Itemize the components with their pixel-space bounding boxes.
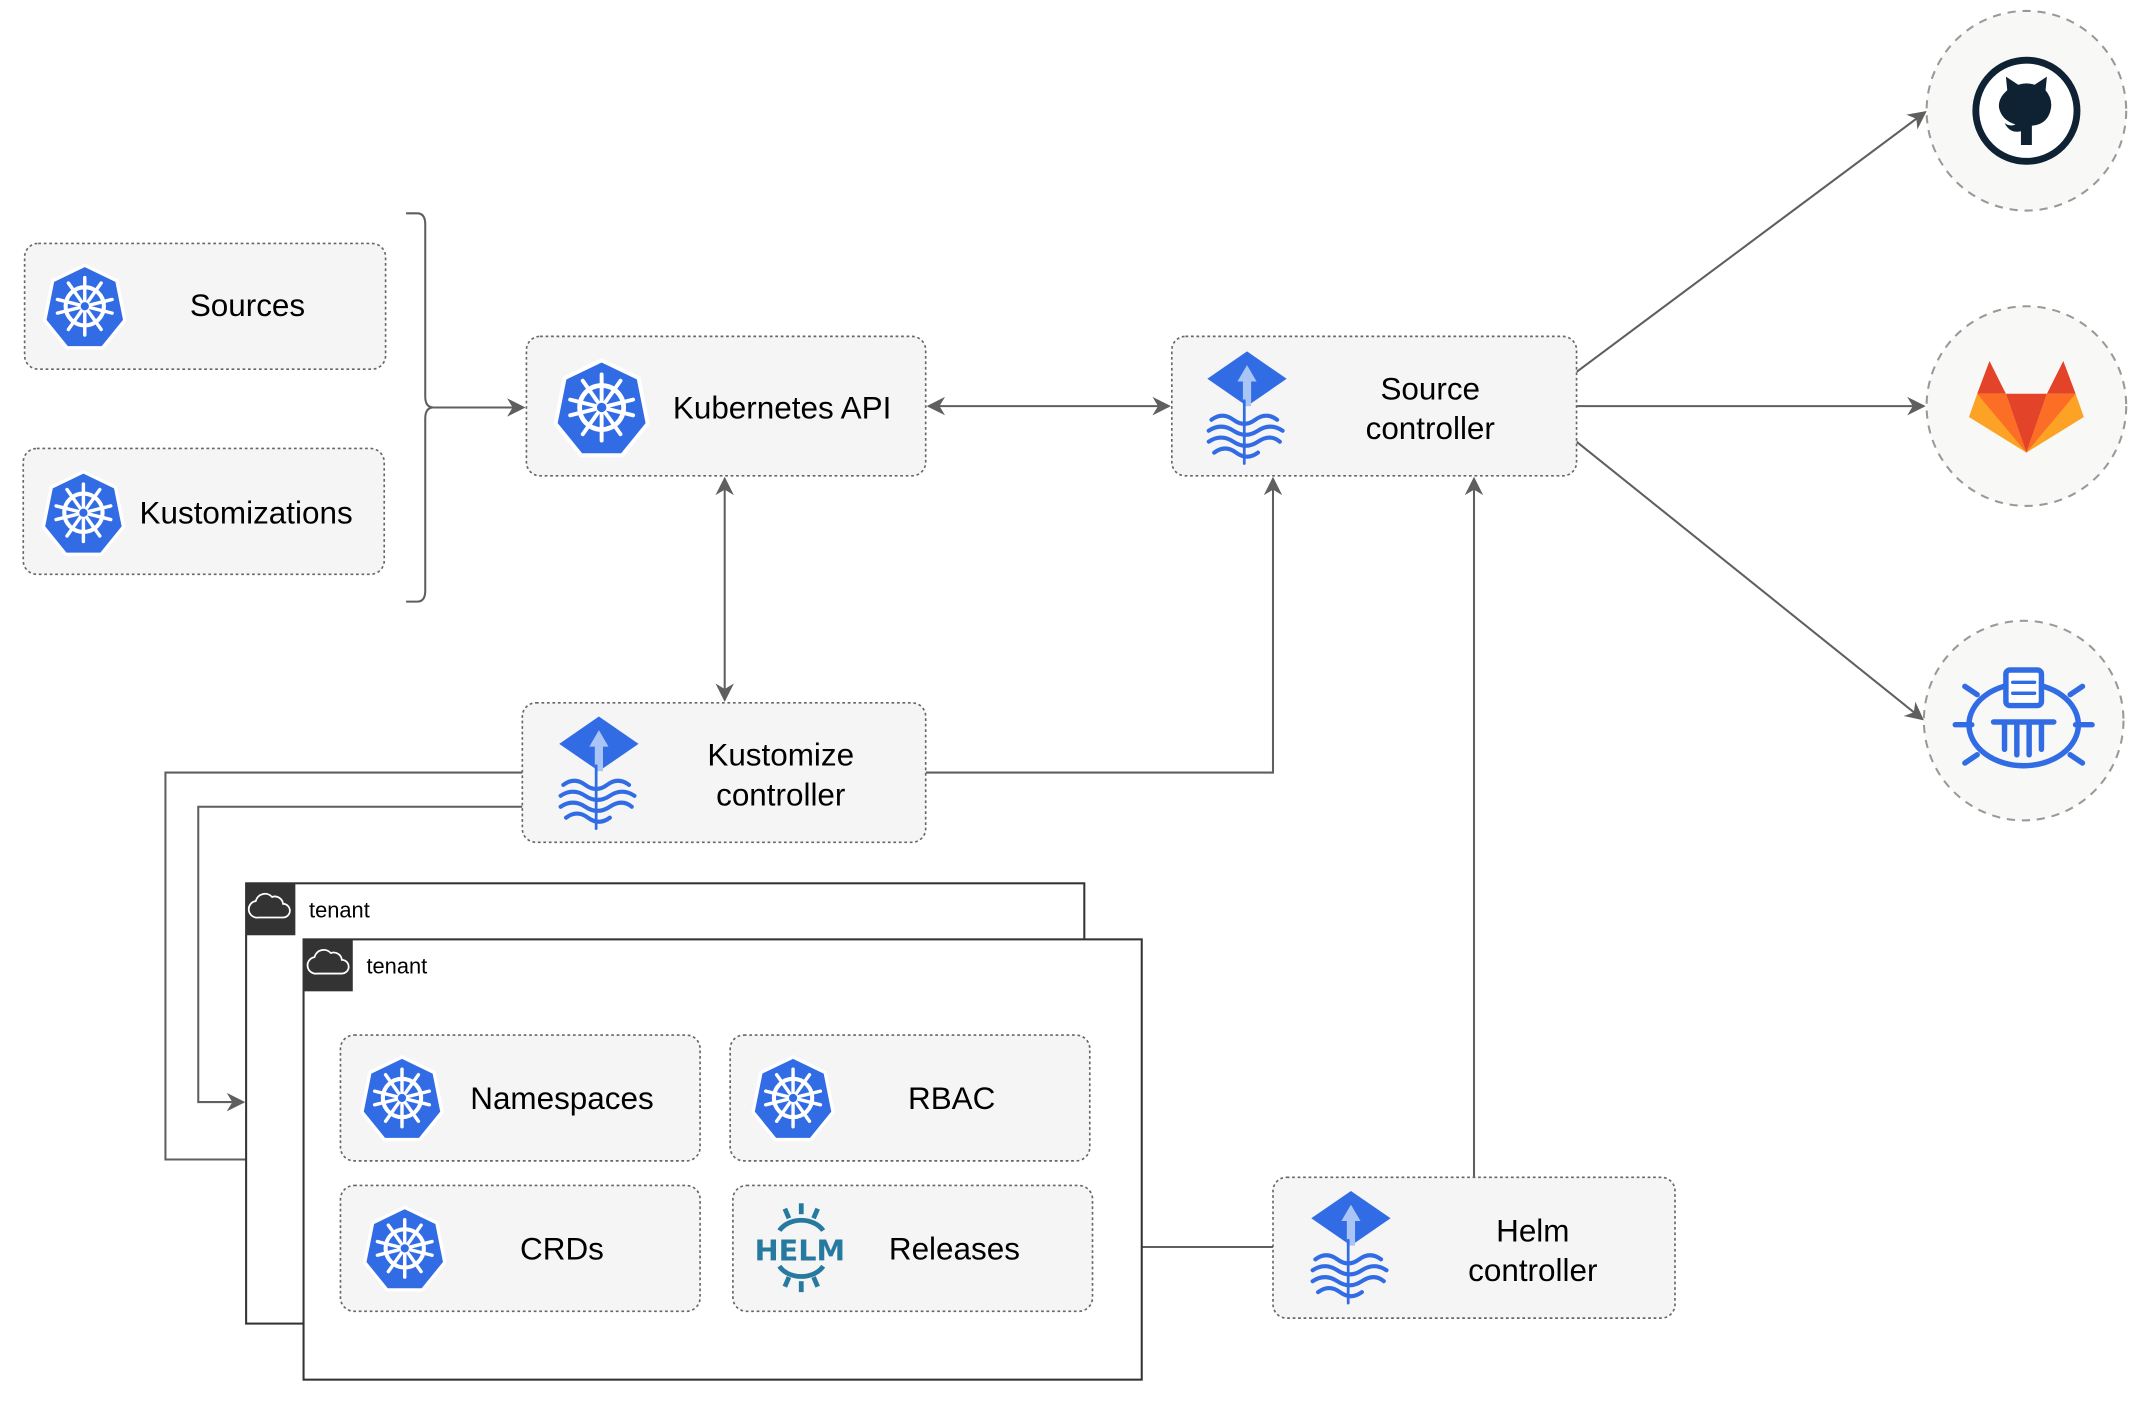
- kustomizations-box[interactable]: Kustomizations: [22, 447, 386, 576]
- bucket-icon: [1952, 667, 2095, 769]
- kustomize-controller-label-line2: controller: [716, 777, 845, 812]
- source-controller-label-line2: controller: [1366, 411, 1495, 446]
- releases-label: Releases: [889, 1231, 1020, 1266]
- gitlab-source[interactable]: [1925, 305, 2128, 507]
- kubernetes-icon: [362, 1057, 442, 1140]
- source-controller-box[interactable]: Source controller: [1170, 335, 1578, 477]
- tenant-header-badge: [246, 883, 296, 936]
- namespaces-box[interactable]: Namespaces: [339, 1034, 701, 1162]
- kustomize-to-tenant-front-arrow: [164, 771, 523, 1169]
- source-controller-label-line1: Source: [1380, 371, 1480, 406]
- helm-controller-label-line2: controller: [1468, 1253, 1597, 1288]
- kubernetes-icon: [43, 472, 123, 555]
- namespaces-label: Namespaces: [470, 1081, 653, 1116]
- helm-icon: HELM: [755, 1203, 845, 1293]
- helm-logo-text: HELM: [755, 1234, 845, 1268]
- kustomize-controller-box[interactable]: Kustomize controller: [521, 701, 927, 844]
- kustomize-to-source-arrow: [925, 476, 1283, 774]
- source-to-bucket-arrow: [1575, 440, 1924, 721]
- rbac-label: RBAC: [908, 1081, 995, 1116]
- gitlab-icon: [1968, 360, 2084, 453]
- kubernetes-icon: [753, 1057, 833, 1140]
- kubernetes-icon: [556, 360, 648, 455]
- kubernetes-icon: [365, 1207, 445, 1290]
- sources-label: Sources: [190, 288, 305, 323]
- bucket-source[interactable]: [1922, 619, 2125, 822]
- rbac-box[interactable]: RBAC: [729, 1034, 1091, 1162]
- kustomize-controller-label-line1: Kustomize: [707, 738, 854, 773]
- crds-box[interactable]: CRDs: [339, 1184, 701, 1313]
- tenant-header-badge: [303, 939, 353, 992]
- kubernetes-api-label: Kubernetes API: [673, 390, 891, 425]
- releases-box[interactable]: HELM Releases: [732, 1184, 1094, 1313]
- helm-controller-label-line1: Helm: [1496, 1214, 1569, 1249]
- github-icon: [1972, 56, 2081, 165]
- kubernetes-icon: [45, 265, 125, 348]
- github-source[interactable]: [1925, 9, 2128, 212]
- source-to-github-arrow: [1575, 111, 1927, 373]
- input-brace: [406, 212, 434, 603]
- kustomizations-label: Kustomizations: [140, 496, 353, 531]
- tenant-label: tenant: [366, 954, 427, 979]
- tenant-label: tenant: [309, 897, 370, 922]
- crds-label: CRDs: [520, 1231, 604, 1266]
- kustomize-to-tenant-back-arrow: [197, 805, 523, 1112]
- sources-box[interactable]: Sources: [23, 242, 387, 371]
- kubernetes-api-box[interactable]: Kubernetes API: [525, 335, 927, 477]
- helm-controller-box[interactable]: Helm controller: [1272, 1176, 1676, 1319]
